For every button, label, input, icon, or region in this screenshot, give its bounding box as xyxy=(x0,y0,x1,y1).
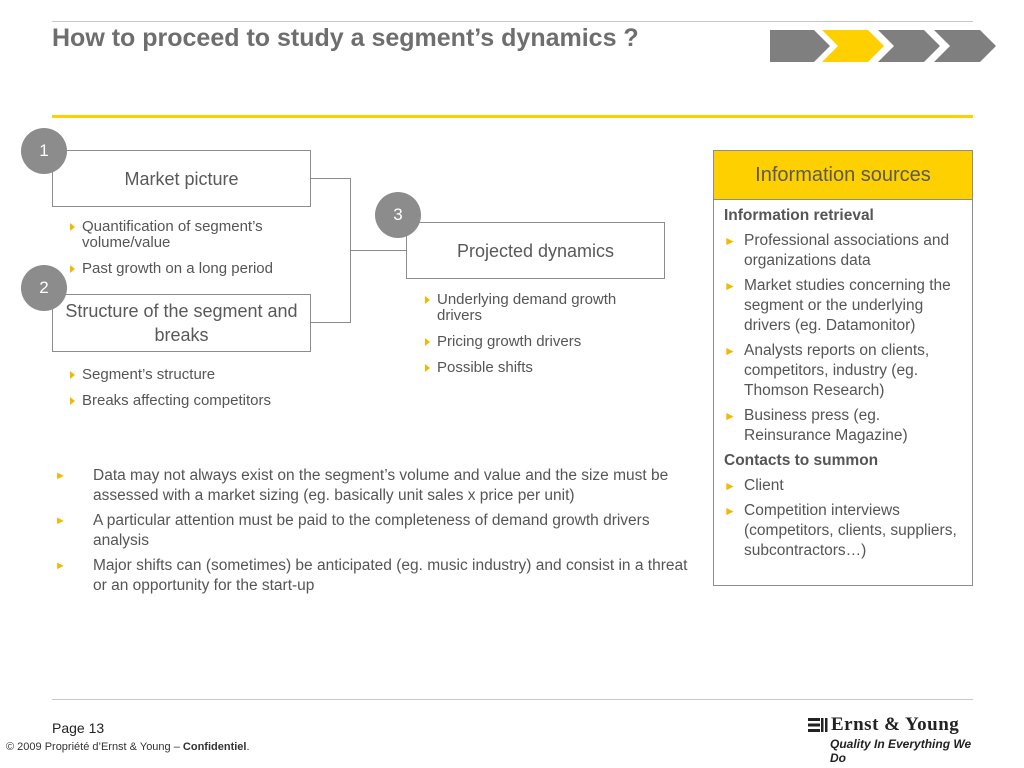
list-item: Past growth on a long period xyxy=(68,261,308,277)
projected-dynamics-box: Projected dynamics xyxy=(406,222,665,279)
arrow-bullet-icon: ► xyxy=(724,234,736,248)
logo-tagline: Quality In Everything We Do xyxy=(830,737,972,765)
bullet-icon xyxy=(425,338,430,346)
step-number-3: 3 xyxy=(375,192,421,238)
arrow-bullet-icon: ► xyxy=(724,409,736,423)
market-picture-bullets: Quantification of segment’s volume/value… xyxy=(68,219,308,287)
page-number: Page 13 xyxy=(52,720,105,736)
list-item: Pricing growth drivers xyxy=(423,334,663,350)
list-item: ►Business press (eg. Reinsurance Magazin… xyxy=(724,407,908,444)
bullet-icon xyxy=(70,371,75,379)
list-item: ►Major shifts can (sometimes) be anticip… xyxy=(55,557,688,594)
market-picture-box: Market picture xyxy=(52,150,311,207)
arrow-bullet-icon: ► xyxy=(55,515,66,527)
list-item: ►Data may not always exist on the segmen… xyxy=(55,467,669,504)
arrow-bullet-icon: ► xyxy=(724,504,736,518)
bullet-icon xyxy=(70,265,75,273)
page-title: How to proceed to study a segment’s dyna… xyxy=(52,24,639,52)
structure-box: Structure of the segment and breaks xyxy=(52,294,311,352)
list-item: Breaks affecting competitors xyxy=(68,393,308,409)
progress-step-3 xyxy=(878,30,940,62)
arrow-bullet-icon: ► xyxy=(55,470,66,482)
progress-step-1 xyxy=(770,30,830,62)
information-sources-title: Information sources xyxy=(714,151,972,200)
progress-chevrons xyxy=(770,30,996,62)
list-item: Possible shifts xyxy=(423,360,663,376)
copyright: © 2009 Propriété d’Ernst & Young – Confi… xyxy=(6,741,250,753)
market-picture-label: Market picture xyxy=(124,168,239,189)
structure-bullets: Segment’s structure Breaks affecting com… xyxy=(68,367,308,419)
contacts-list: ►Client ►Competition interviews (competi… xyxy=(724,476,962,561)
ernst-young-logo: Ernst & Young Quality In Everything We D… xyxy=(808,714,978,765)
list-item: ►Client xyxy=(724,477,784,494)
list-item: ►Market studies concerning the segment o… xyxy=(724,277,951,334)
projected-bullets: Underlying demand growth drivers Pricing… xyxy=(423,292,663,386)
step-number-2: 2 xyxy=(21,265,67,311)
list-item: ►Analysts reports on clients, competitor… xyxy=(724,342,930,399)
footer-rule xyxy=(52,699,973,700)
section-heading: Contacts to summon xyxy=(724,452,879,469)
progress-step-2 xyxy=(822,30,884,62)
information-retrieval-list: ►Professional associations and organizat… xyxy=(724,231,962,446)
connector xyxy=(310,178,350,179)
logo-name: Ernst & Young xyxy=(831,714,960,735)
list-item: Segment’s structure xyxy=(68,367,308,383)
section-heading: Information retrieval xyxy=(724,207,874,224)
list-item: Quantification of segment’s volume/value xyxy=(68,219,308,251)
arrow-bullet-icon: ► xyxy=(724,279,736,293)
bullet-icon xyxy=(425,364,430,372)
list-item: Underlying demand growth drivers xyxy=(423,292,663,324)
bullet-icon xyxy=(70,223,75,231)
list-item: ►Competition interviews (competitors, cl… xyxy=(724,502,957,559)
yellow-rule xyxy=(52,115,973,118)
structure-label: Structure of the segment and breaks xyxy=(65,301,298,345)
key-points: ►Data may not always exist on the segmen… xyxy=(52,466,692,601)
arrow-bullet-icon: ► xyxy=(724,344,736,358)
top-rule xyxy=(52,21,973,22)
information-sources-panel: Information sources Information retrieva… xyxy=(713,150,973,586)
list-item: ►A particular attention must be paid to … xyxy=(55,512,650,549)
connector xyxy=(350,250,407,251)
list-item: ►Professional associations and organizat… xyxy=(724,232,950,269)
arrow-bullet-icon: ► xyxy=(55,560,66,572)
logo-mark-icon xyxy=(808,718,828,732)
connector xyxy=(310,322,350,323)
arrow-bullet-icon: ► xyxy=(724,479,736,493)
step-number-1: 1 xyxy=(21,128,67,174)
bullet-icon xyxy=(70,397,75,405)
bullet-icon xyxy=(425,296,430,304)
progress-step-4 xyxy=(934,30,996,62)
projected-dynamics-label: Projected dynamics xyxy=(456,240,615,261)
information-sources-body: Information retrieval ►Professional asso… xyxy=(714,200,972,561)
